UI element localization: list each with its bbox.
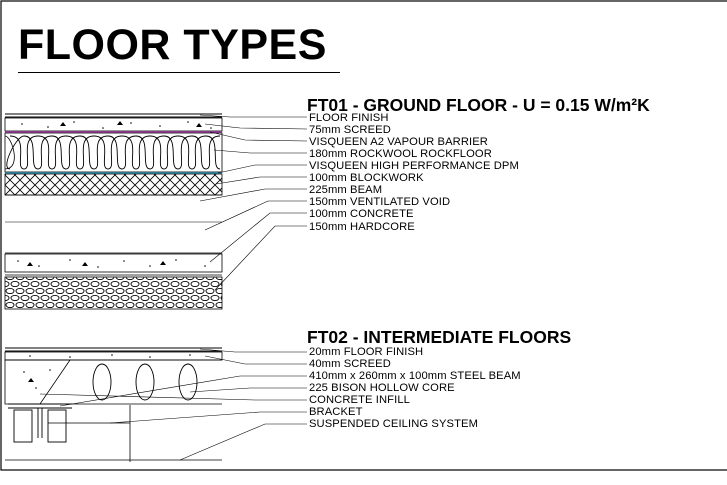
ft02-hollow-core-void <box>178 363 198 401</box>
ft01-leader-lines <box>199 114 308 291</box>
ft02-label: 225 BISON HOLLOW CORE <box>309 382 455 394</box>
ft02-label: CONCRETE INFILL <box>309 394 410 406</box>
ft02-heading: FT02 - INTERMEDIATE FLOORS <box>307 327 572 347</box>
ft02-label: 410mm x 260mm x 100mm STEEL BEAM <box>309 370 521 382</box>
ft01-rockwool <box>4 132 223 173</box>
ft02-concrete-infill <box>4 359 71 405</box>
ft01-screed <box>4 117 223 132</box>
ft02-steel-beam <box>8 403 72 443</box>
ft02-leader-lines <box>39 348 307 461</box>
ft01-section-drawing <box>4 113 308 310</box>
ft01-label: FLOOR FINISH <box>309 112 389 124</box>
ft02-label: 40mm SCREED <box>309 358 391 370</box>
ft02-label: 20mm FLOOR FINISH <box>309 346 424 358</box>
ft01-label: 100mm BLOCKWORK <box>309 172 424 184</box>
ft01-blockwork <box>4 173 223 196</box>
title-underline: FLOOR TYPES <box>18 20 340 73</box>
sheet-border <box>0 0 727 471</box>
ft01-label: 150mm VENTILATED VOID <box>309 196 451 208</box>
ft01-label: VISQUEEN HIGH PERFORMANCE DPM <box>309 160 519 172</box>
ft01-label: 225mm BEAM <box>309 184 383 196</box>
ft01-hardcore <box>4 276 223 310</box>
ft01-label: 150mm HARDCORE <box>309 221 415 233</box>
ft02-label: SUSPENDED CEILING SYSTEM <box>309 418 479 430</box>
ft02-label: BRACKET <box>309 406 363 418</box>
ft01-label: 100mm CONCRETE <box>309 208 414 220</box>
ft01-heading: FT01 - GROUND FLOOR - U = 0.15 W/m²K <box>307 95 650 115</box>
page-title: FLOOR TYPES <box>18 21 327 69</box>
ft01-screed-aggregate <box>21 121 212 129</box>
ft01-label: 75mm SCREED <box>309 124 391 136</box>
ft01-concrete-aggregate <box>17 259 206 268</box>
ft01-concrete <box>4 253 223 273</box>
ft02-hollow-core-void <box>92 363 112 401</box>
ft02-hollow-core-void <box>135 363 155 401</box>
ft02-section-drawing <box>4 347 307 462</box>
ft01-label: VISQUEEN A2 VAPOUR BARRIER <box>309 136 488 148</box>
ft02-screed <box>4 351 223 361</box>
ft01-label: 180mm ROCKWOOL ROCKFLOOR <box>309 148 492 160</box>
